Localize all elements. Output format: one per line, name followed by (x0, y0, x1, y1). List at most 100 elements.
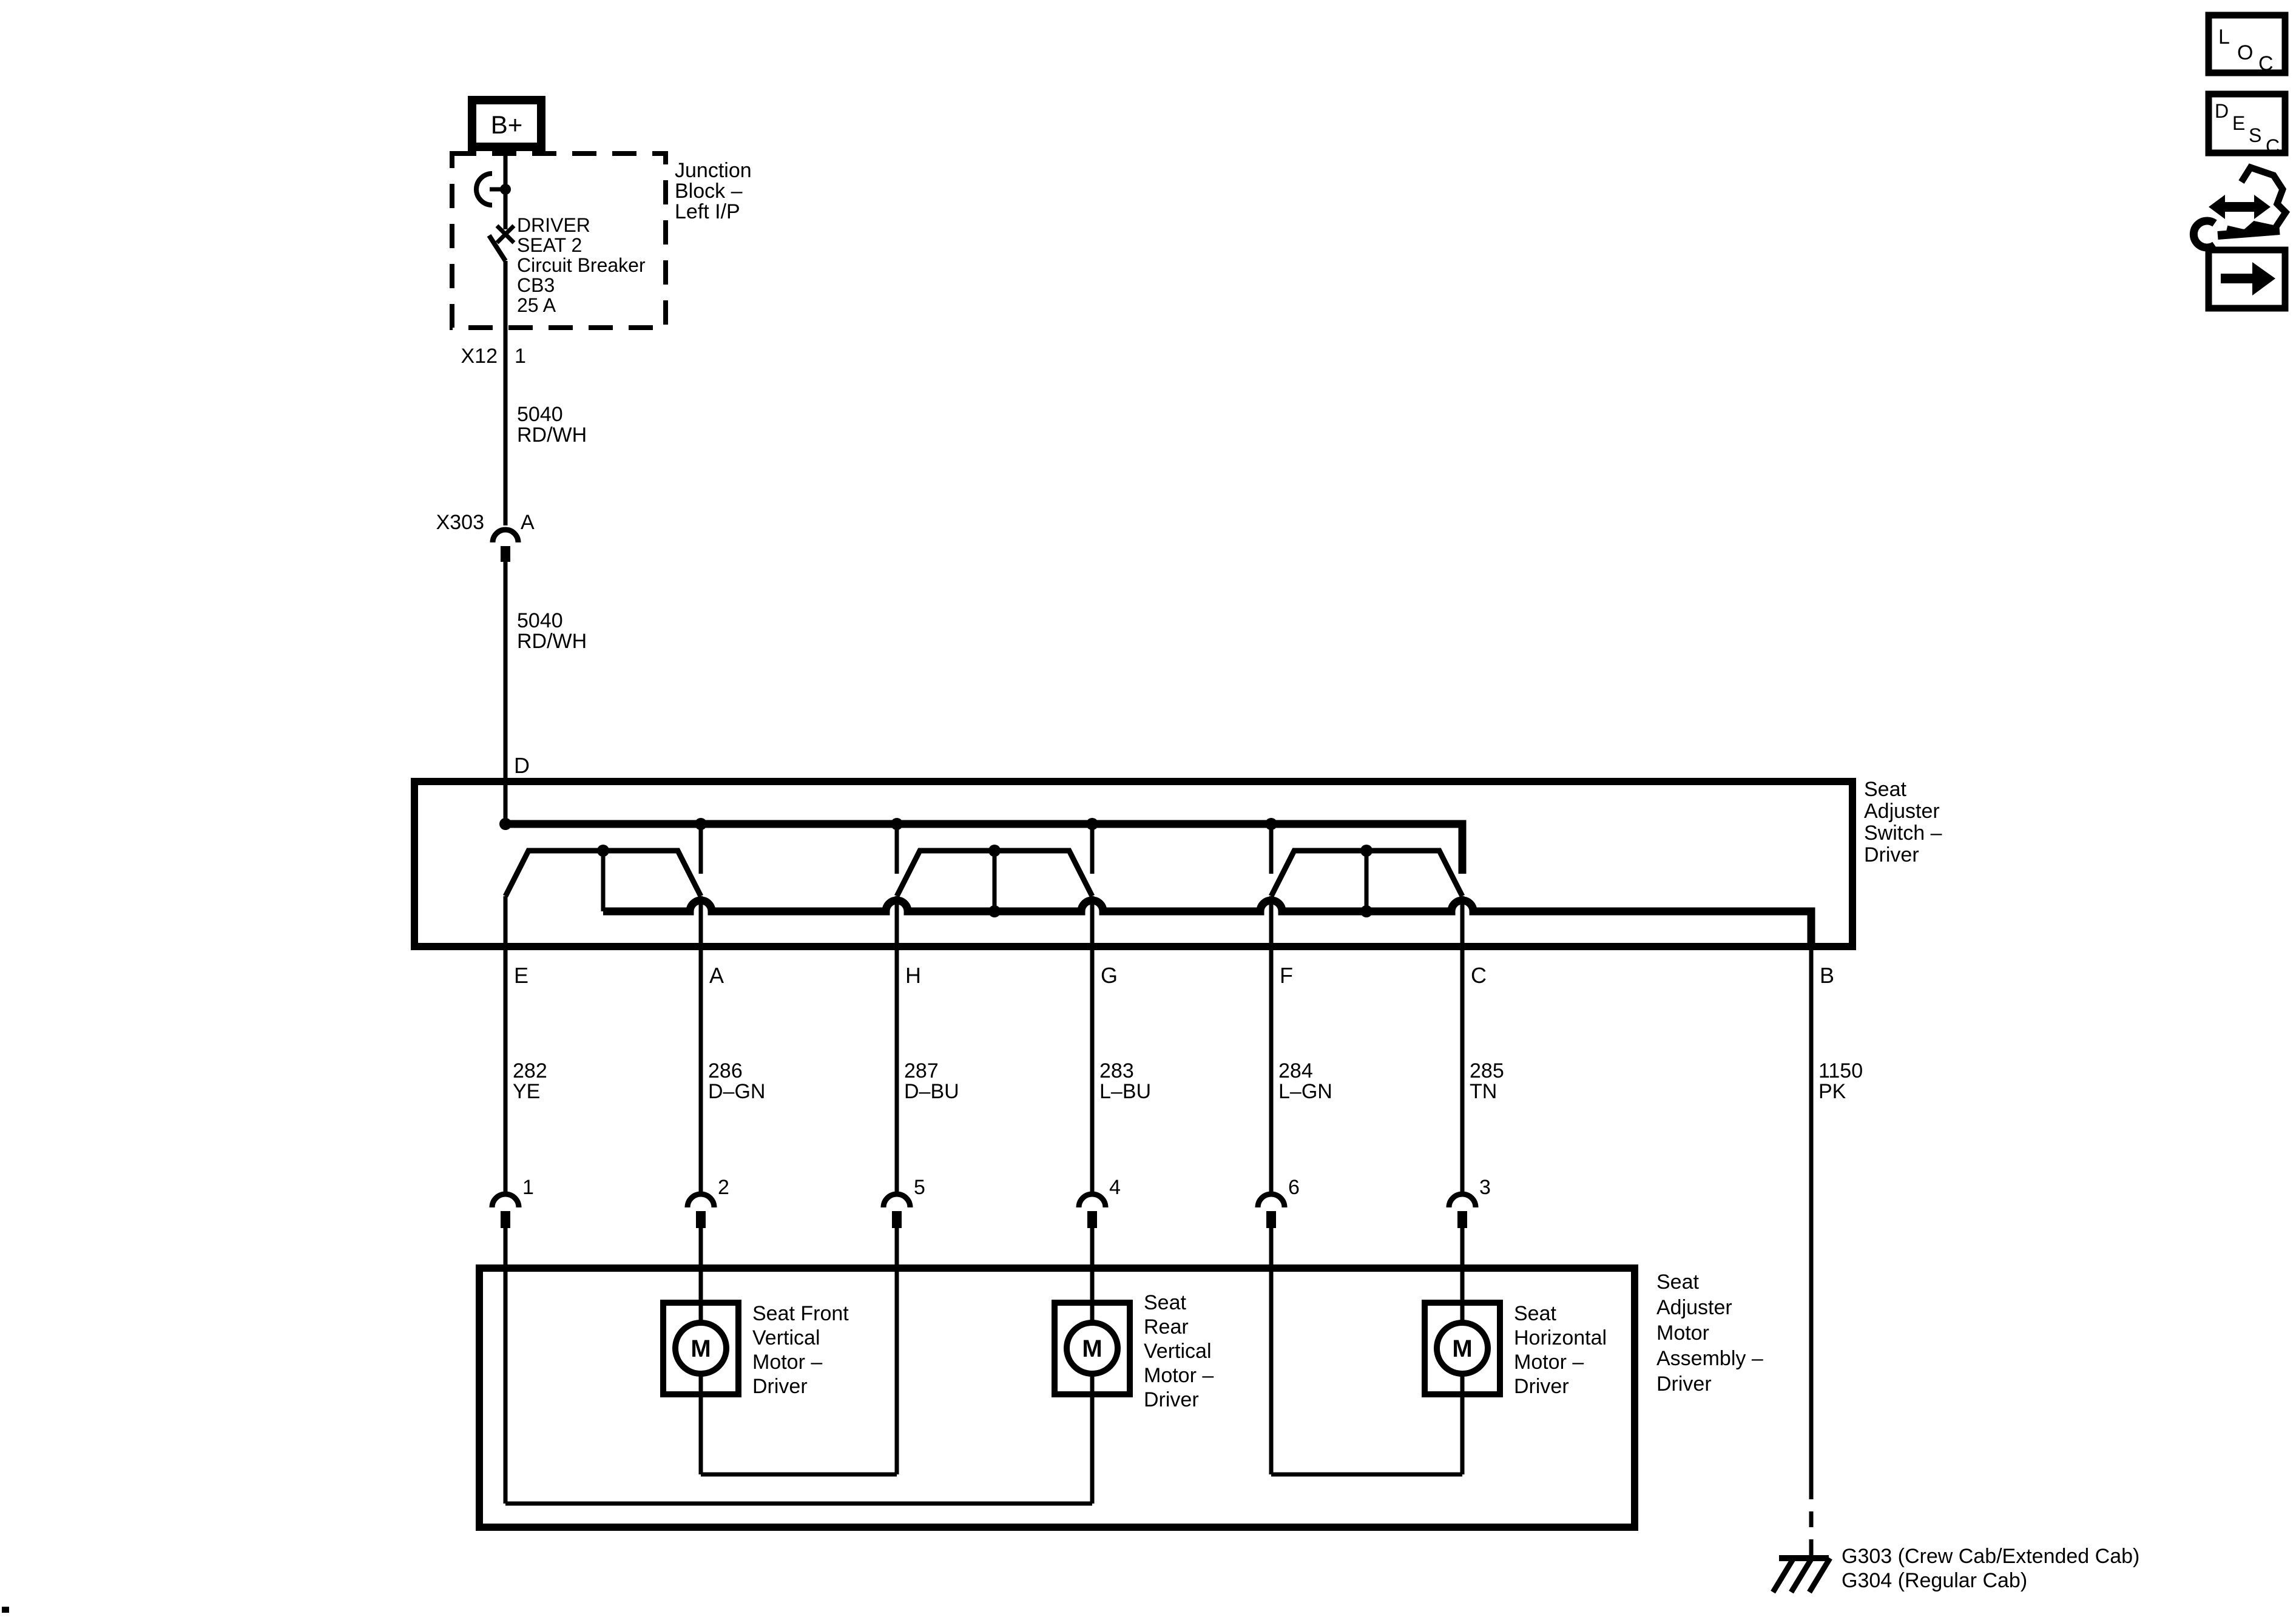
motor-label: Seat (1514, 1302, 1556, 1325)
right-arrow-icon (2252, 262, 2275, 295)
switch-label: Adjuster (1864, 800, 1940, 823)
connector-terminal-icon (501, 546, 510, 562)
motor-label: Motor – (1144, 1364, 1214, 1387)
location-letter: L (2218, 25, 2230, 49)
wire-circuit-number: 286 (708, 1059, 743, 1082)
connector-x12-pin: 1 (515, 345, 526, 368)
switch-label: Seat (1864, 778, 1906, 801)
motor-label: Motor – (1514, 1351, 1584, 1374)
wire-circuit-number: 283 (1099, 1059, 1134, 1082)
wire-color: L–GN (1278, 1080, 1332, 1103)
junction-dot (1265, 818, 1277, 830)
wire-circuit-number: 284 (1278, 1059, 1313, 1082)
connector-x12-label: X12 (461, 345, 498, 368)
wire-circuit-number: 1150 (1818, 1059, 1863, 1082)
wire-color: L–BU (1099, 1080, 1151, 1103)
breaker-label: DRIVER (517, 214, 590, 236)
ground-icon (1807, 1556, 1832, 1594)
connector-terminal-icon (1457, 1211, 1467, 1228)
motor-label: Seat (1144, 1291, 1186, 1314)
connector-socket-icon (489, 1191, 522, 1208)
motor-label: Vertical (752, 1326, 820, 1349)
motor-label: Rear (1144, 1315, 1189, 1338)
ground-icon (1789, 1556, 1814, 1594)
wrench-handle-icon (2217, 226, 2280, 240)
breaker-label: Circuit Breaker (517, 254, 646, 276)
location-letter: C (2258, 52, 2274, 75)
connector-terminal-icon (1087, 1211, 1097, 1228)
description-letter: S (2249, 124, 2261, 146)
connector-pin-number: 6 (1288, 1176, 1300, 1199)
right-arrow-icon (2221, 274, 2252, 283)
junction-dot (891, 818, 903, 830)
switch-pin-label: G (1101, 963, 1118, 988)
motor-assembly-label: Motor (1656, 1322, 1709, 1345)
description-button-box[interactable] (2205, 90, 2289, 157)
connector-socket-icon (1255, 1191, 1288, 1208)
breaker-label: CB3 (517, 274, 555, 296)
connector-socket-icon (1446, 1191, 1479, 1208)
connector-pin-number: 1 (522, 1176, 534, 1199)
motor-box (1052, 1300, 1133, 1397)
junction-dot (499, 818, 512, 830)
motor-assembly-label: Adjuster (1656, 1296, 1732, 1319)
connector-terminal-icon (501, 1211, 510, 1228)
wire-color: D–BU (904, 1080, 959, 1103)
motor-assembly-label: Seat (1656, 1271, 1699, 1294)
wire-color: PK (1818, 1080, 1846, 1103)
motor-symbol: M (1452, 1335, 1472, 1362)
motor-box (660, 1300, 741, 1397)
motor-label: Motor – (752, 1351, 822, 1374)
connector-socket-icon (1076, 1191, 1109, 1208)
ground-label: G304 (Regular Cab) (1842, 1569, 2027, 1592)
wire-circuit-number: 282 (513, 1059, 547, 1082)
description-button[interactable]: D E S C (2205, 90, 2289, 157)
motor-label: Horizontal (1514, 1326, 1607, 1349)
repair-tool-button[interactable] (2189, 163, 2291, 252)
battery-terminal-label: B+ (491, 110, 523, 139)
description-letter: E (2232, 112, 2245, 134)
description-letter: D (2215, 100, 2229, 122)
seat-adjuster-switch-box (411, 778, 1856, 950)
junction-dot (695, 818, 707, 830)
motor-icon (1064, 1320, 1121, 1377)
motor-label: Vertical (1144, 1340, 1212, 1363)
junction-block-label: Left I/P (675, 200, 740, 223)
junction-dot (1086, 818, 1098, 830)
breaker-label: SEAT 2 (517, 234, 582, 256)
motor-assembly-label: Assembly – (1656, 1347, 1763, 1370)
location-button[interactable]: L O C (2205, 12, 2289, 76)
junction-block-label: Block – (675, 180, 743, 203)
connector-pin-number: 5 (914, 1176, 925, 1199)
motor-assembly-label: Driver (1656, 1372, 1712, 1396)
next-page-button[interactable] (2205, 246, 2289, 312)
motor-label: Driver (1144, 1388, 1199, 1411)
motor-icon (1434, 1320, 1491, 1377)
stray-mark (2, 1607, 9, 1613)
wire-circuit-number: 287 (904, 1059, 939, 1082)
connector-x303-label: X303 (436, 511, 484, 534)
junction-dot (500, 184, 511, 195)
connector-x303-pin: A (521, 511, 535, 534)
connector-socket-icon (684, 1191, 717, 1208)
connector-pin-number: 2 (718, 1176, 729, 1199)
breaker-contact-x-icon (495, 224, 516, 245)
switch-return-bus (603, 896, 1815, 947)
switch-pin-label: B (1820, 963, 1834, 988)
switch-pin-d-label: D (514, 753, 530, 778)
motor-label: Driver (1514, 1375, 1569, 1398)
junction-dot (597, 845, 609, 857)
connector-pin-number: 3 (1479, 1176, 1491, 1199)
motor-label: Driver (752, 1375, 808, 1398)
junction-dot (988, 845, 1001, 857)
switch-label: Switch – (1864, 822, 1942, 845)
wire-circuit-number: 5040 (517, 403, 563, 426)
switch-pin-label: A (709, 963, 724, 988)
location-button-box[interactable] (2205, 12, 2289, 76)
wire-color: RD/WH (517, 630, 587, 653)
motor-label: Seat Front (752, 1302, 849, 1325)
breaker-label: 25 A (517, 294, 556, 316)
motor-symbol: M (690, 1335, 711, 1362)
connector-terminal-icon (696, 1211, 706, 1228)
